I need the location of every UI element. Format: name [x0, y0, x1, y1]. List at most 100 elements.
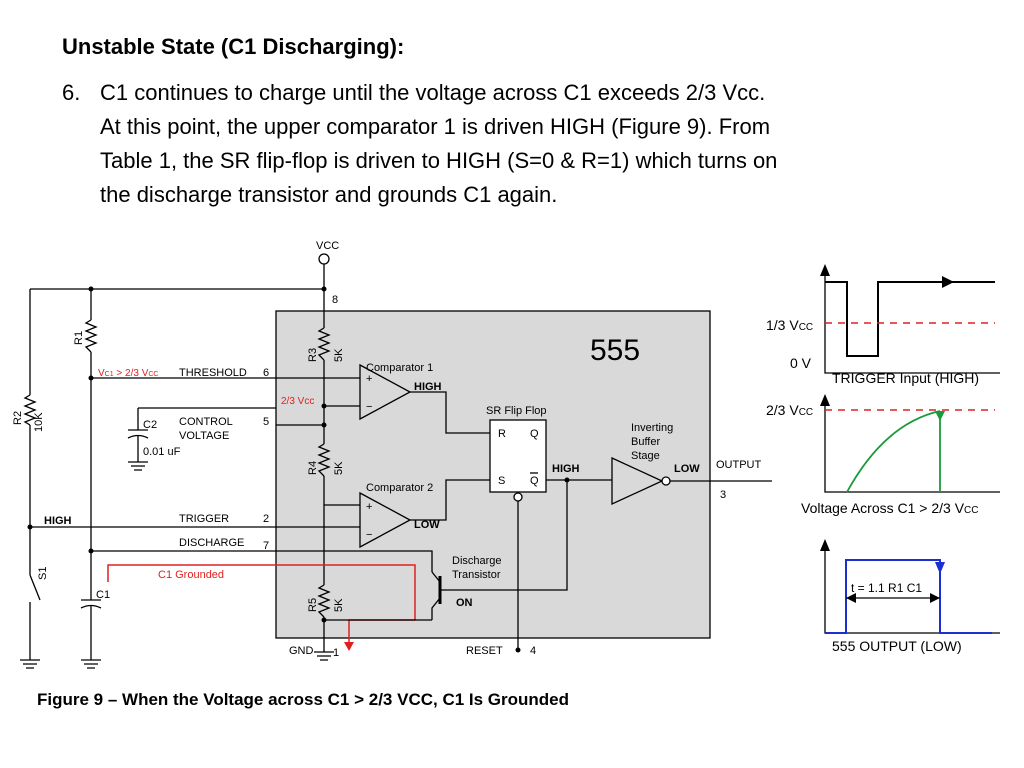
buffer-output-bubble: [661, 476, 671, 486]
r4-value: 5K: [333, 461, 345, 475]
c1-label: C1: [96, 589, 110, 601]
trigger-zero-label: 0 V: [790, 355, 812, 371]
r3-label: R3: [307, 348, 319, 362]
control-label-1: CONTROL: [179, 416, 233, 428]
comp2-plus: +: [366, 501, 372, 513]
comp2-output-wire: [410, 479, 490, 521]
output-caption: 555 OUTPUT (LOW): [832, 638, 962, 654]
step-number: 6.: [62, 80, 81, 105]
s1-label: S1: [37, 567, 49, 580]
ff-q-label: Q: [530, 428, 539, 440]
transistor-base-wire: [446, 480, 568, 591]
comparator-1-label: Comparator 1: [366, 362, 433, 374]
inverting-buffer: [611, 456, 664, 506]
resistor-r1: [84, 319, 98, 353]
threshold-label: THRESHOLD: [179, 367, 247, 379]
step-line: the discharge transistor and grounds C1 …: [100, 182, 558, 207]
resistor-r3: [317, 327, 331, 361]
buffer-label-1: Inverting: [631, 422, 673, 434]
step-body: C1 continues to charge until the voltage…: [100, 76, 1002, 212]
figure-caption: Figure 9 – When the Voltage across C1 > …: [37, 690, 570, 709]
ff-reset-bubble: [513, 492, 523, 502]
capacitor-c2: [127, 429, 149, 471]
vcc-terminal: [318, 253, 330, 265]
reset-label: RESET: [466, 645, 503, 657]
comp1-minus: −: [366, 401, 372, 413]
capacitor-charge-curve: [846, 410, 941, 493]
r5-label: R5: [307, 598, 319, 612]
ref-23-vcc-label: 2/3 Vcc: [281, 396, 314, 407]
resistor-r5: [317, 584, 331, 618]
r2-value: 10K: [33, 412, 45, 432]
buffer-low-label: LOW: [674, 463, 700, 475]
gnd-label: GND: [289, 645, 314, 657]
c2-value: 0.01 uF: [143, 446, 181, 458]
capacitor-c1: [80, 551, 102, 669]
cap-caption: Voltage Across C1 > 2/3 VCC: [801, 500, 979, 516]
c2-label: C2: [143, 419, 157, 431]
ff-high-label: HIGH: [552, 463, 580, 475]
step-line: Table 1, the SR flip-flop is driven to H…: [100, 148, 778, 173]
cap-level-label: 2/3 VCC: [766, 402, 813, 418]
transistor-label-2: Transistor: [452, 569, 501, 581]
c1-grounded-label: C1 Grounded: [158, 569, 224, 581]
trigger-waveform-panel: [820, 264, 1000, 374]
pin-5-number: 5: [263, 416, 269, 428]
sr-flip-flop: [489, 419, 547, 493]
output-waveform-panel: [820, 539, 1000, 634]
pin-1-number: 1: [333, 647, 339, 659]
vcc-label: VCC: [316, 240, 339, 252]
resistor-r2: [23, 394, 37, 426]
output-label: OUTPUT: [716, 459, 762, 471]
pin-2-number: 2: [263, 513, 269, 525]
buffer-label-3: Stage: [631, 450, 660, 462]
discharge-transistor: [431, 571, 446, 620]
ff-r-label: R: [498, 428, 506, 440]
pin-8-number: 8: [332, 294, 338, 306]
discharge-wire: [91, 550, 433, 572]
r4-label: R4: [307, 461, 319, 475]
step-paragraph: 6. C1 continues to charge until the volt…: [62, 76, 1002, 212]
section-heading: Unstable State (C1 Discharging):: [62, 34, 405, 59]
comparator-1: [359, 363, 412, 421]
step-line: At this point, the upper comparator 1 is…: [100, 114, 771, 139]
discharge-path-arrowhead: [344, 642, 354, 651]
comp2-low-label: LOW: [414, 519, 440, 531]
transistor-on-label: ON: [456, 597, 473, 609]
output-time-label: t = 1.1 R1 C1: [851, 581, 922, 595]
buffer-label-2: Buffer: [631, 436, 660, 448]
comparator-2-label: Comparator 2: [366, 482, 433, 494]
comp1-high-label: HIGH: [414, 381, 442, 393]
pin-7-number: 7: [263, 540, 269, 552]
output-pulse-line: [825, 559, 992, 634]
capacitor-waveform-panel: [820, 394, 1000, 493]
r3-value: 5K: [333, 348, 345, 362]
top-rail-wires: [29, 264, 327, 565]
control-label-2: VOLTAGE: [179, 430, 229, 442]
resistor-r4: [317, 443, 331, 477]
pin-6-number: 6: [263, 367, 269, 379]
discharge-label: DISCHARGE: [179, 537, 244, 549]
pin-4-number: 4: [530, 645, 536, 657]
gnd-symbol: [314, 651, 334, 661]
r1-label: R1: [73, 331, 85, 345]
comp1-plus: +: [366, 373, 372, 385]
pin-3-number: 3: [720, 489, 726, 501]
trigger-high-label: HIGH: [44, 515, 72, 527]
control-wire: [137, 407, 276, 430]
c1-discharge-path: [107, 564, 416, 648]
comparator-2: [359, 491, 412, 549]
ff-qbar-label: Q: [530, 475, 539, 487]
internal-divider-wires: [276, 311, 360, 652]
comp1-output-wire: [410, 391, 490, 434]
switch-s1: [20, 565, 41, 669]
r2-label: R2: [12, 411, 24, 425]
transistor-label-1: Discharge: [452, 555, 502, 567]
step-line: C1 continues to charge until the voltage…: [100, 80, 766, 105]
trigger-caption: TRIGGER Input (HIGH): [832, 370, 979, 386]
ff-s-label: S: [498, 475, 505, 487]
trigger-signal-line: [825, 281, 995, 357]
threshold-condition-label: VC1 > 2/3 VCC: [98, 368, 159, 379]
trigger-level-label: 1/3 VCC: [766, 317, 813, 333]
